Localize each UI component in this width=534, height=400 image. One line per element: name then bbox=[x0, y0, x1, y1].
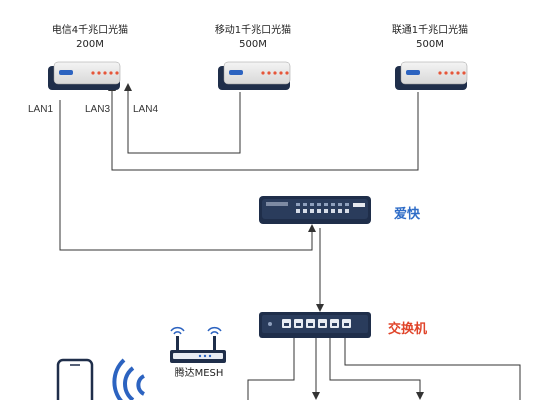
unicom-to-lan4-line bbox=[108, 83, 419, 171]
unicom-modem-icon bbox=[395, 61, 468, 90]
mobile-modem-name: 移动1千兆口光猫 bbox=[214, 25, 292, 36]
lan1-to-router-line bbox=[59, 100, 316, 251]
router-label: 爱快 bbox=[394, 207, 421, 222]
mobile-modem-icon bbox=[218, 61, 291, 90]
port-lan4-label: LAN4 bbox=[133, 104, 159, 115]
telecom-modem-speed: 200M bbox=[76, 39, 104, 50]
mesh-label: 腾达MESH bbox=[174, 368, 224, 379]
switch-icon bbox=[259, 312, 371, 338]
port-lan1-label: LAN1 bbox=[28, 104, 54, 115]
switch-output-1 bbox=[247, 333, 295, 400]
mobile-to-lan3-line bbox=[124, 83, 241, 154]
unicom-modem-name: 联通1千兆口光猫 bbox=[391, 25, 469, 36]
mobile-modem-speed: 500M bbox=[239, 39, 267, 50]
router-icon bbox=[259, 196, 371, 224]
wifi-signal-icon bbox=[112, 358, 146, 400]
connection-lines bbox=[59, 83, 521, 400]
switch-output-3 bbox=[329, 333, 424, 400]
unicom-modem-speed: 500M bbox=[416, 39, 444, 50]
phone-icon bbox=[56, 358, 94, 400]
port-lan3-label: LAN3 bbox=[85, 104, 111, 115]
mesh-router-icon bbox=[170, 326, 226, 363]
switch-output-4 bbox=[344, 333, 521, 400]
telecom-modem-icon bbox=[48, 61, 121, 90]
telecom-modem-name: 电信4千兆口光猫 bbox=[51, 25, 129, 36]
switch-label: 交换机 bbox=[388, 322, 428, 337]
